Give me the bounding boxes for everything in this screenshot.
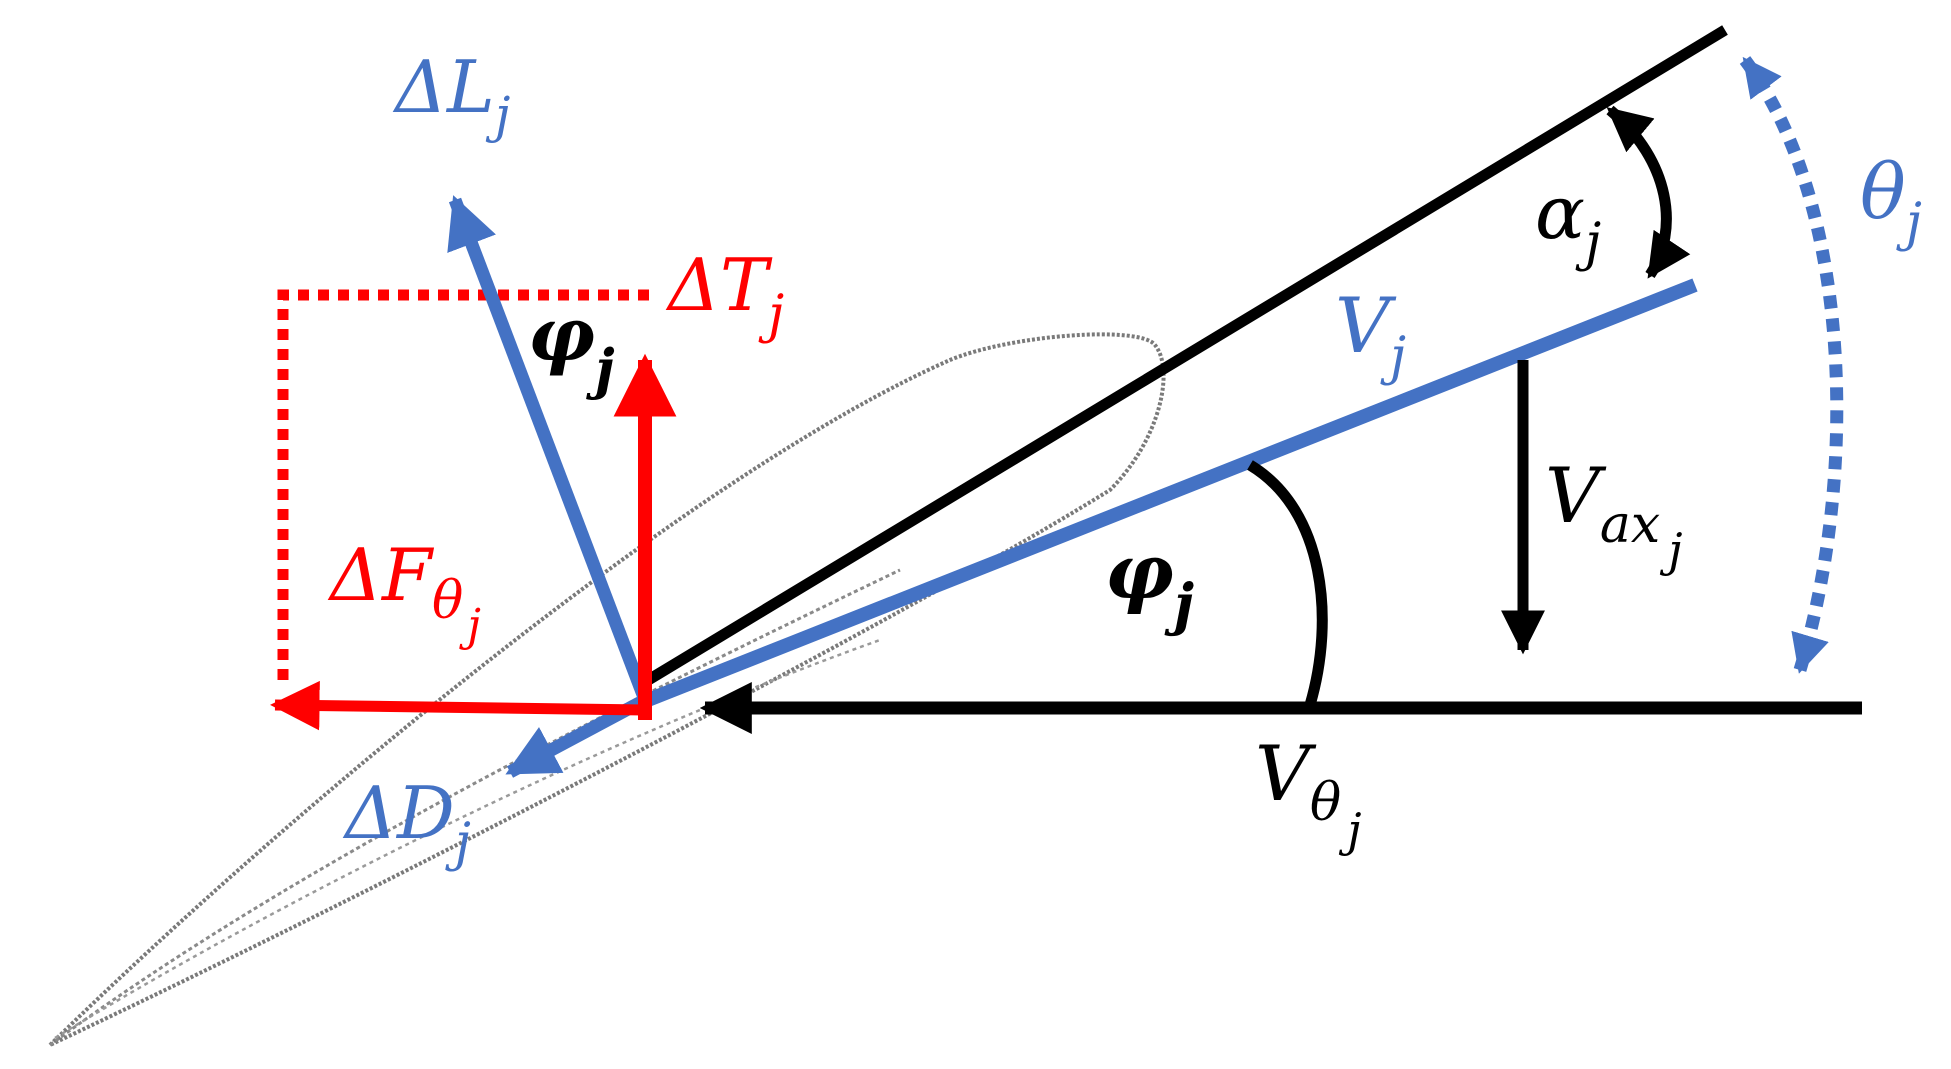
relative-velocity-line bbox=[645, 278, 1698, 707]
airfoil-outline bbox=[48, 332, 1166, 1047]
phi-force-label: φj bbox=[528, 292, 615, 401]
phi-velocity-label: φj bbox=[1105, 527, 1194, 638]
pitch-angle-arc bbox=[1739, 56, 1844, 674]
chord-line bbox=[637, 25, 1728, 690]
angle-of-attack-label: αj bbox=[1535, 170, 1601, 273]
drag-label: ΔDj bbox=[342, 771, 471, 873]
alpha-angle-arc bbox=[1606, 105, 1691, 279]
lift-arrow bbox=[447, 195, 652, 703]
pitch-angle-label: θj bbox=[1860, 147, 1922, 253]
tangential-force-arrow bbox=[270, 680, 649, 731]
lift-label: ΔLj bbox=[392, 45, 510, 144]
phi-angle-arc bbox=[1247, 460, 1328, 707]
relative-velocity-label: Vj bbox=[1335, 281, 1406, 387]
thrust-label: ΔTj bbox=[665, 243, 784, 345]
tangential-force-label: ΔFθj bbox=[327, 533, 481, 651]
force-construction-dotted bbox=[277, 289, 655, 680]
